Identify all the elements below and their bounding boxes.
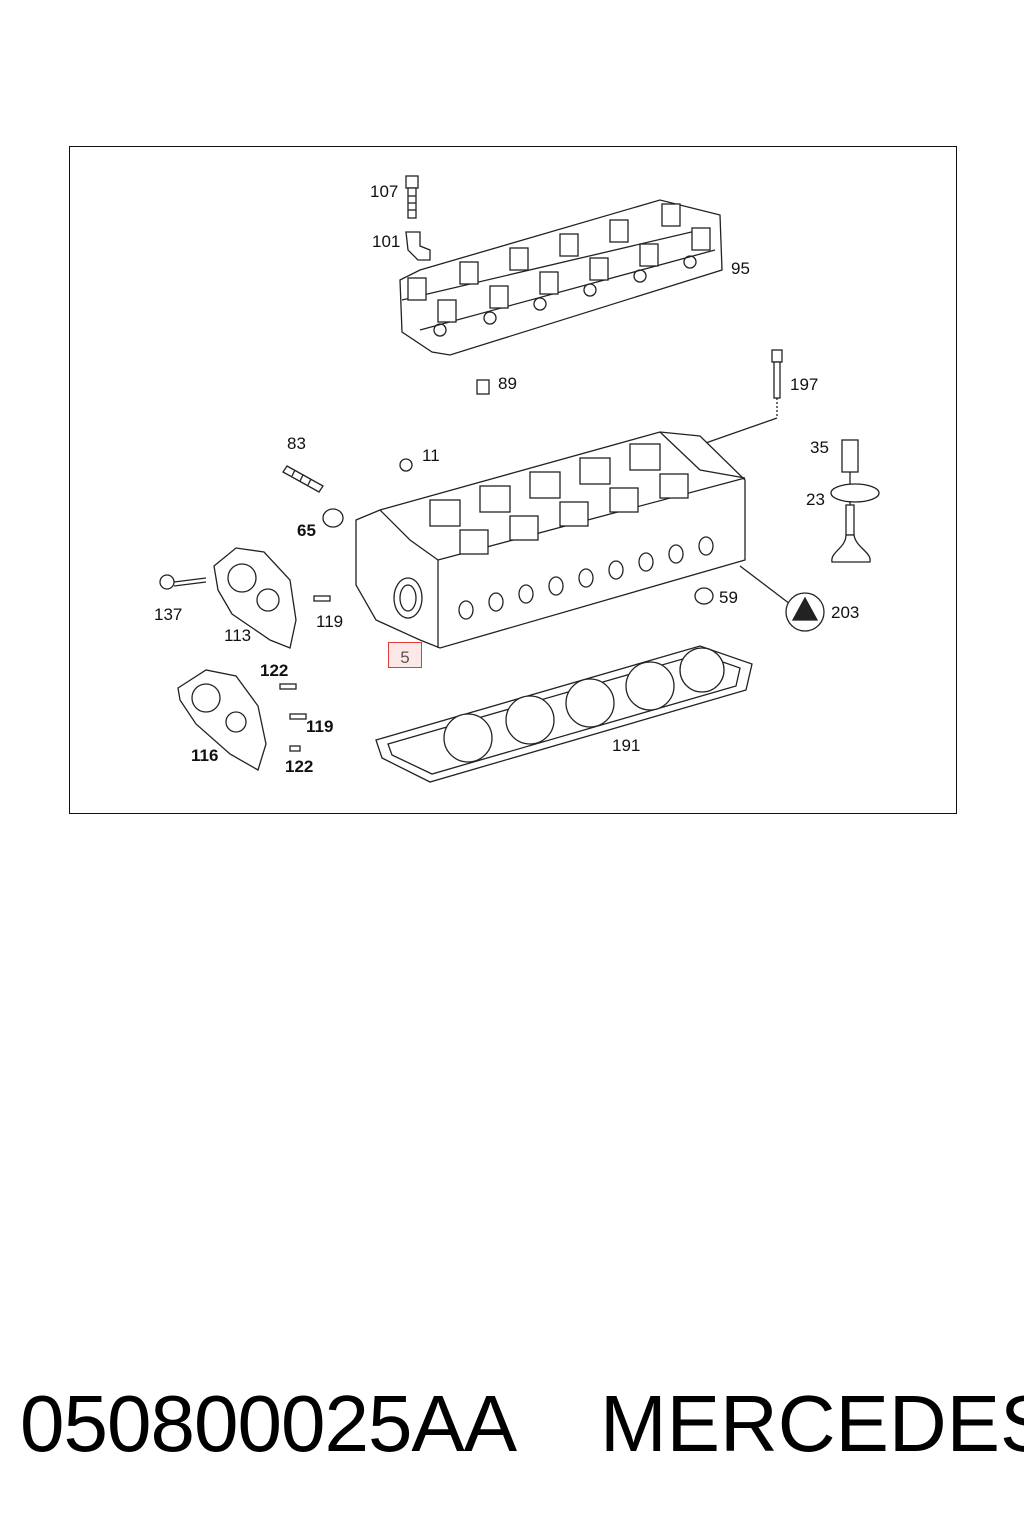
- bolt-107: [405, 175, 419, 219]
- callout-89[interactable]: 89: [498, 374, 517, 393]
- pin-119b: [289, 713, 307, 720]
- callout-203[interactable]: 203: [831, 603, 860, 622]
- callout-191[interactable]: 191: [612, 736, 641, 755]
- caption: 050800025AA MERCEDES: [0, 1378, 1024, 1468]
- cover-113: [213, 547, 297, 649]
- cylinder-head-5: [355, 431, 746, 649]
- plug-89: [476, 379, 490, 395]
- valve-assembly-35-23: [830, 439, 880, 563]
- head-gasket-191: [375, 645, 753, 783]
- clip-101: [405, 231, 431, 261]
- callout-122b[interactable]: 122: [285, 757, 314, 776]
- brand-name: MERCEDES: [600, 1379, 1024, 1468]
- cap-203: [739, 565, 825, 632]
- part-number: 050800025AA: [20, 1379, 517, 1468]
- callout-11[interactable]: 11: [422, 446, 440, 465]
- callout-95[interactable]: 95: [731, 259, 750, 278]
- bolt-197: [699, 349, 783, 446]
- plug-65: [322, 508, 344, 528]
- pin-119a: [313, 595, 331, 602]
- callout-35[interactable]: 35: [810, 438, 829, 457]
- camshaft-carrier-95: [399, 199, 723, 356]
- callout-119a[interactable]: 119: [316, 612, 344, 631]
- callout-59[interactable]: 59: [719, 588, 738, 607]
- callout-113[interactable]: 113: [224, 626, 252, 645]
- callout-65[interactable]: 65: [297, 521, 316, 540]
- pin-122b: [289, 745, 301, 752]
- diagram-frame: [69, 146, 957, 814]
- callout-122a[interactable]: 122: [260, 661, 289, 680]
- callout-83[interactable]: 83: [287, 434, 306, 453]
- callout-119b[interactable]: 119: [306, 717, 334, 736]
- callout-107[interactable]: 107: [370, 182, 399, 201]
- stud-83: [282, 465, 324, 493]
- cover-116: [177, 669, 267, 771]
- exploded-parts-diagram: [159, 175, 880, 783]
- bolt-137: [159, 574, 207, 590]
- seal-59: [694, 587, 714, 605]
- callout-23[interactable]: 23: [806, 490, 825, 509]
- callout-137[interactable]: 137: [154, 605, 183, 624]
- callout-101[interactable]: 101: [372, 232, 401, 251]
- callout-197[interactable]: 197: [790, 375, 819, 394]
- ring-11: [399, 458, 413, 472]
- callout-5-highlighted[interactable]: 5: [388, 642, 422, 668]
- callout-116[interactable]: 116: [191, 746, 219, 765]
- pin-122a: [279, 683, 297, 690]
